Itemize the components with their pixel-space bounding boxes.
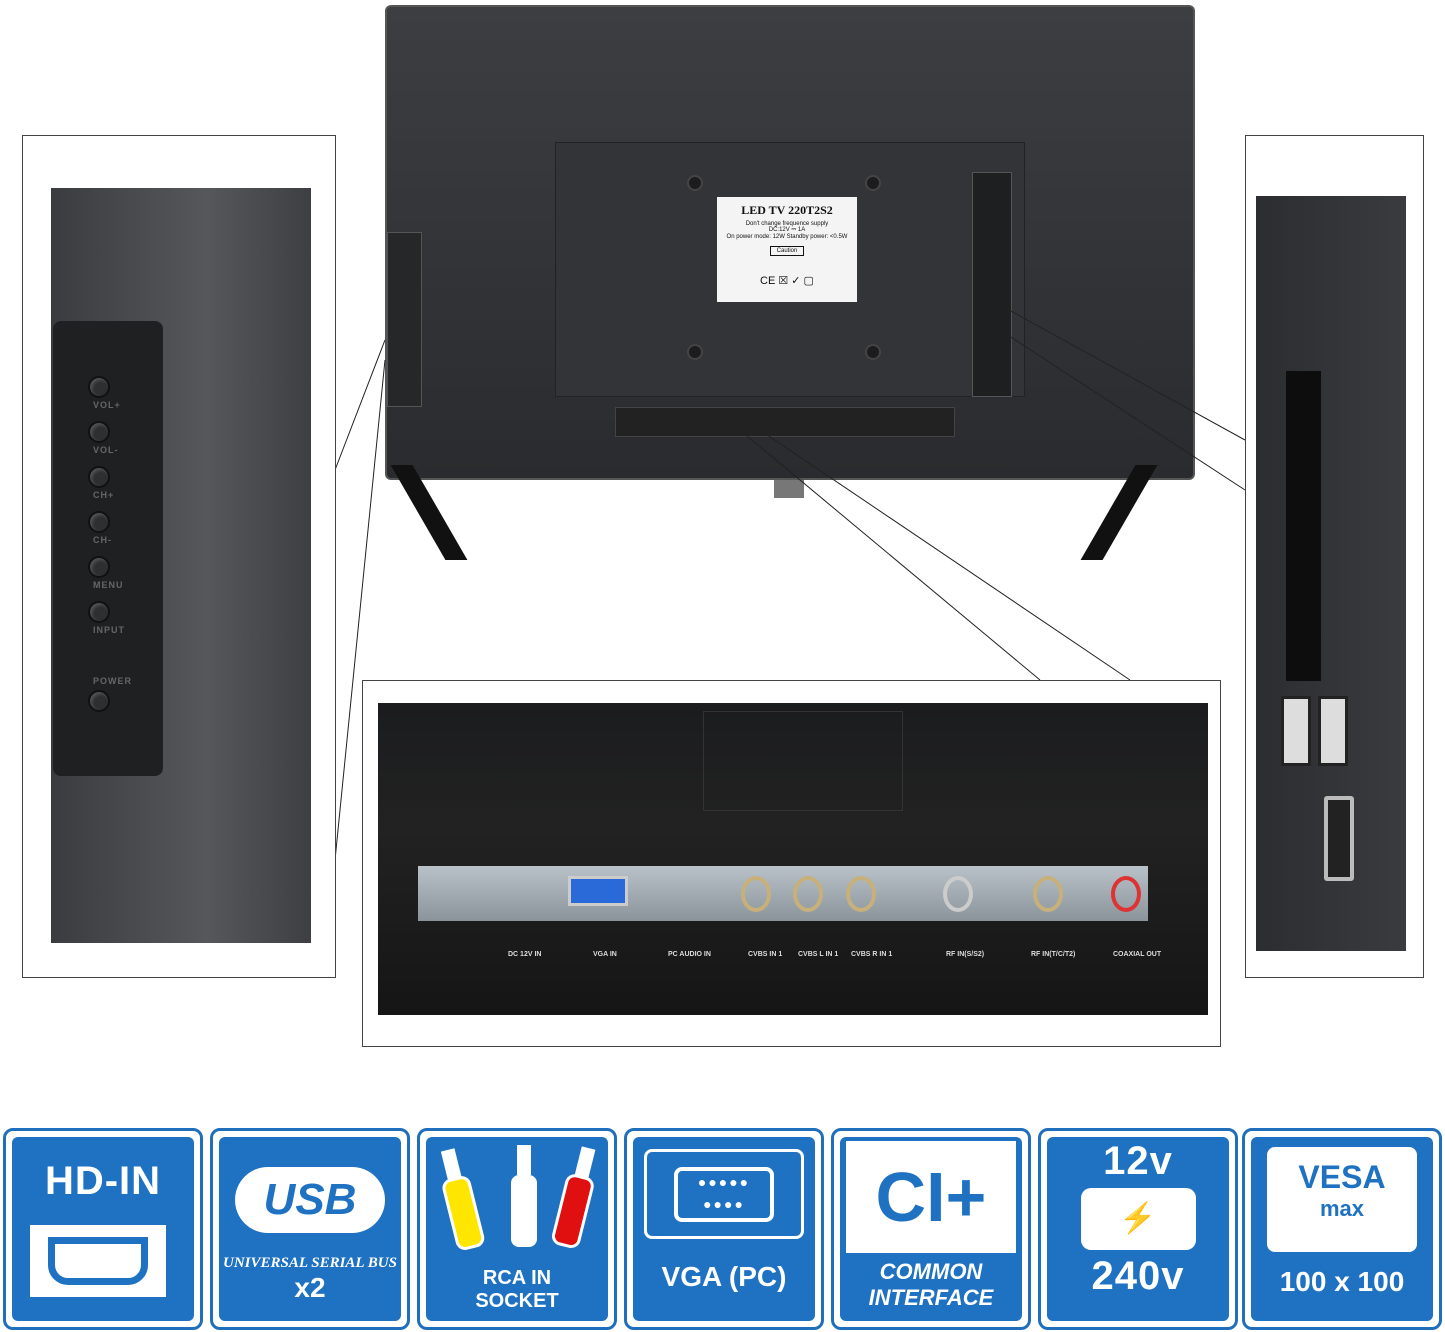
badge-hdmi: HD-IN — [3, 1128, 203, 1330]
badge-count: x2 — [294, 1272, 326, 1303]
badge-vesa: VESA max 100 x 100 — [1242, 1128, 1442, 1330]
hdmi-icon — [30, 1225, 166, 1297]
coax-jack — [1111, 876, 1141, 912]
rating-label: LED TV 220T2S2 Don't change frequence su… — [717, 197, 857, 302]
stand-base — [774, 480, 804, 498]
vol-down-button: VOL- — [88, 421, 143, 455]
usb-logo: USB — [235, 1167, 385, 1233]
badge-line: INTERFACE — [868, 1285, 994, 1310]
tv-rear-photo: LED TV 220T2S2 Don't change frequence su… — [385, 5, 1195, 480]
vesa-plate-icon: VESA max — [1267, 1147, 1417, 1252]
port-label: CVBS R IN 1 — [851, 951, 893, 958]
power-button: POWER — [88, 676, 143, 712]
ch-up-button: CH+ — [88, 466, 143, 500]
vesa-screw — [687, 344, 703, 360]
badge-ci: CI+ COMMON INTERFACE — [831, 1128, 1031, 1330]
hdmi-port — [1324, 796, 1354, 881]
menu-button: MENU — [88, 556, 143, 590]
warning-label — [703, 711, 903, 811]
model-name: LED TV 220T2S2 — [741, 203, 833, 217]
voltage-low: 12v — [1103, 1139, 1173, 1183]
badge-usb: USB UNIVERSAL SERIAL BUS x2 — [210, 1128, 410, 1330]
side-button-strip — [387, 232, 422, 407]
button-strip: VOL+ VOL- CH+ CH- MENU INPUT POWER — [53, 321, 163, 776]
vga-icon: ●●●●●●●●● — [644, 1149, 804, 1239]
rca-red-jack — [846, 876, 876, 912]
vol-up-button: VOL+ — [88, 376, 143, 410]
badge-title: VGA (PC) — [661, 1261, 787, 1292]
label-line: Don't change frequence supply — [745, 221, 829, 227]
badge-line: COMMON — [879, 1259, 983, 1284]
usb-port — [1318, 696, 1348, 766]
badge-line: SOCKET — [475, 1290, 559, 1312]
vga-port — [568, 876, 628, 906]
ch-down-button: CH- — [88, 511, 143, 545]
side-ports-closeup — [1245, 135, 1424, 978]
badge-rca: RCA IN SOCKET — [417, 1128, 617, 1330]
badge-power: 12v ⚡ 240v — [1038, 1128, 1238, 1330]
badge-line: RCA IN — [482, 1267, 552, 1289]
port-label: COAXIAL OUT — [1113, 951, 1162, 958]
lightning-icon: ⚡ — [1080, 1188, 1196, 1250]
caution-box: Caution — [769, 246, 805, 256]
port-label: CVBS IN 1 — [748, 951, 783, 958]
bottom-port-panel — [615, 407, 955, 437]
usb-port — [1281, 696, 1311, 766]
port-bar — [418, 866, 1148, 921]
vesa-screw — [865, 175, 881, 191]
rf-jack — [943, 876, 973, 912]
input-button: INPUT — [88, 601, 143, 635]
rca-yellow-jack — [741, 876, 771, 912]
ci-slot — [1286, 371, 1321, 681]
badge-title: HD-IN — [44, 1159, 162, 1203]
port-label: RF IN(S/S2) — [946, 951, 985, 958]
port-label: RF IN(T/C/T2) — [1031, 951, 1076, 958]
badge-subtitle: UNIVERSAL SERIAL BUS — [223, 1255, 397, 1271]
vesa-size: 100 x 100 — [1279, 1266, 1405, 1297]
cert-icons: CE ☒ ✓ ▢ — [760, 275, 814, 287]
vesa-screw — [687, 175, 703, 191]
vesa-screw — [865, 344, 881, 360]
rca-white-jack — [793, 876, 823, 912]
callout-lines — [334, 304, 1246, 861]
closeup-photo — [378, 703, 1208, 1015]
ci-plus-logo: CI+ — [846, 1141, 1016, 1253]
port-label: VGA IN — [593, 951, 617, 958]
badge-subtitle: max — [1319, 1196, 1365, 1221]
side-port-panel — [972, 172, 1012, 397]
port-label: PC AUDIO IN — [668, 951, 711, 958]
rca-plugs-icon — [440, 1145, 596, 1250]
side-buttons-closeup: VOL+ VOL- CH+ CH- MENU INPUT POWER — [22, 135, 336, 978]
voltage-high: 240v — [1091, 1254, 1185, 1298]
port-label: CVBS L IN 1 — [798, 951, 839, 958]
port-label: DC 12V IN — [508, 951, 542, 958]
rear-ports-closeup: DC 12V IN VGA IN PC AUDIO IN CVBS IN 1 C… — [362, 680, 1221, 1047]
rf-jack — [1033, 876, 1063, 912]
label-line: On power mode: 12W Standby power: <0.5W — [726, 234, 848, 240]
label-line: DC:12V ⎓ 1A — [768, 227, 806, 233]
badge-vga: ●●●●●●●●● VGA (PC) — [624, 1128, 824, 1330]
badge-title: VESA — [1298, 1159, 1386, 1195]
